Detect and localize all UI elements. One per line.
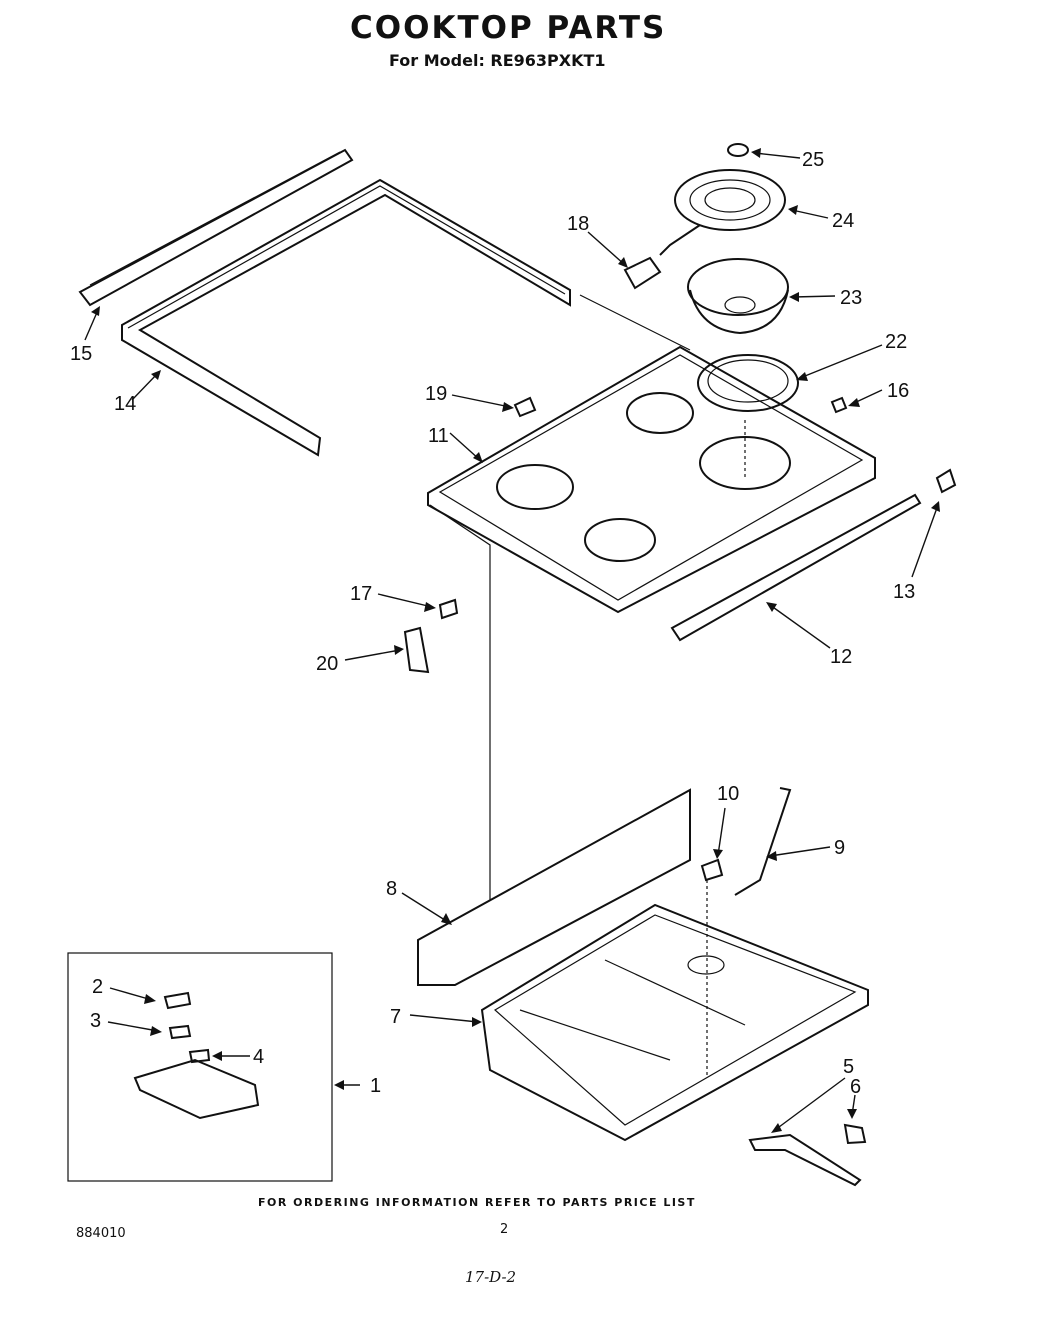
part-3-plate	[168, 1024, 192, 1040]
callout-15: 15	[70, 343, 92, 365]
part-4-clip	[188, 1048, 211, 1064]
part-10-clip	[700, 858, 724, 882]
part-18-receptacle	[623, 256, 662, 290]
part-17-hinge	[438, 598, 459, 620]
part-2-switch	[163, 991, 192, 1010]
part-20-hinge-bracket	[403, 626, 430, 674]
callout-10: 10	[717, 783, 739, 805]
part-13-bracket	[935, 468, 957, 494]
callout-22: 22	[885, 331, 907, 353]
part-5-bracket	[748, 1133, 862, 1187]
callout-4: 4	[253, 1046, 264, 1068]
part-6-block	[843, 1123, 867, 1145]
callout-3: 3	[90, 1010, 101, 1032]
callout-13: 13	[893, 581, 915, 603]
part-15-rear-trim	[78, 148, 354, 307]
ordering-note: FOR ORDERING INFORMATION REFER TO PARTS …	[258, 1196, 696, 1209]
callout-25: 25	[802, 149, 824, 171]
handwritten-note: 17-D-2	[465, 1268, 517, 1286]
callout-11: 11	[428, 425, 449, 447]
callout-20: 20	[316, 653, 338, 675]
part-8-rear-panel	[417, 788, 691, 986]
part-9-wire	[734, 787, 792, 896]
callout-16: 16	[887, 380, 909, 402]
callout-labels: 1 2 3 4 5 6 7 8 9 10 11 12 13 14 15 16 1…	[70, 149, 915, 1098]
callout-6: 6	[850, 1076, 861, 1098]
callout-1: 1	[370, 1075, 381, 1097]
model-subtitle: For Model: RE963PXKT1	[389, 51, 606, 70]
part-16-screw	[830, 396, 848, 414]
part-14-frame	[121, 178, 571, 457]
callout-18: 18	[567, 213, 589, 235]
callout-24: 24	[832, 210, 854, 232]
inset-box-parts-1-4	[67, 952, 333, 1182]
callout-9: 9	[834, 837, 845, 859]
callout-23: 23	[840, 287, 862, 309]
callout-8: 8	[386, 878, 397, 900]
part-22-trim-ring	[697, 354, 799, 412]
part-19-clip	[513, 396, 537, 418]
part-1-switch-assembly	[133, 1058, 260, 1120]
part-23-drip-bowl	[687, 258, 789, 335]
callout-5: 5	[843, 1056, 854, 1078]
callout-17: 17	[350, 583, 372, 605]
callout-2: 2	[92, 976, 103, 998]
document-number: 884010	[76, 1226, 126, 1241]
part-25-cap	[727, 143, 749, 157]
leader-lines	[84, 148, 940, 1133]
page-title: COOKTOP PARTS	[350, 10, 667, 46]
part-11-cooktop	[427, 345, 876, 614]
page-number: 2	[500, 1222, 509, 1237]
callout-19: 19	[425, 383, 447, 405]
callout-14: 14	[114, 393, 136, 415]
part-24-surface-element	[659, 169, 786, 256]
part-7-burner-box	[480, 903, 869, 1142]
callout-7: 7	[390, 1006, 401, 1028]
callout-12: 12	[830, 646, 852, 668]
part-12-front-trim	[670, 493, 922, 642]
